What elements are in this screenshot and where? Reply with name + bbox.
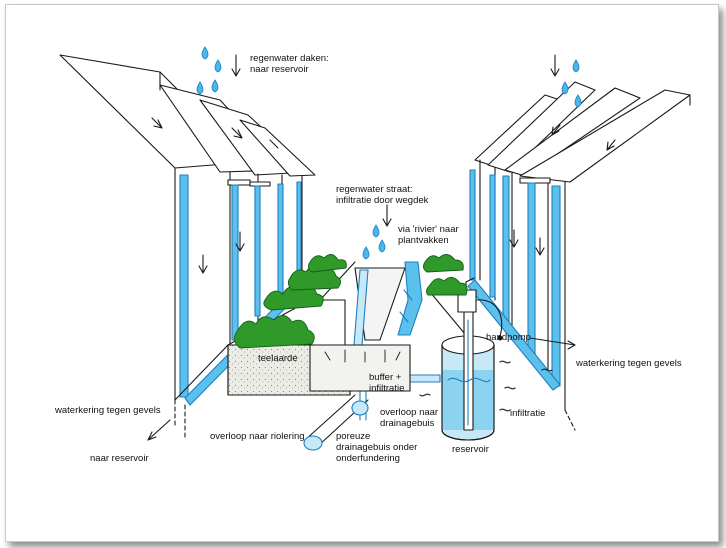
label-porous-pipe: poreuze drainagebuis onder onderfunderin… [336, 431, 418, 464]
label-reservoir: reservoir [452, 444, 489, 455]
label-overflow-sewer: overloop naar riolering [210, 431, 305, 442]
label-to-reservoir: naar reservoir [90, 453, 149, 464]
label-buffer: buffer + infiltratie [369, 372, 405, 394]
raindrop-icon [196, 46, 582, 260]
reservoir-tank [419, 299, 553, 441]
porous-drain-pipe [303, 394, 369, 451]
label-barrier-right: waterkering tegen gevels [576, 358, 682, 369]
label-roof-rain: regenwater daken: naar reservoir [250, 53, 329, 75]
label-street-rain: regenwater straat: infiltratie door wegd… [336, 184, 429, 206]
label-overflow-drain: overloop naar drainagebuis [380, 407, 439, 429]
label-barrier-left: waterkering tegen gevels [55, 405, 161, 416]
label-topsoil: teelaarde [258, 353, 298, 364]
label-handpump: handpomp [486, 332, 531, 343]
right-buildings [467, 81, 691, 431]
label-river: via 'rivier' naar plantvakken [398, 224, 459, 246]
down-arrow-icon [147, 54, 576, 441]
label-infiltration: infiltratie [510, 408, 546, 419]
shrub-icon [234, 254, 468, 349]
